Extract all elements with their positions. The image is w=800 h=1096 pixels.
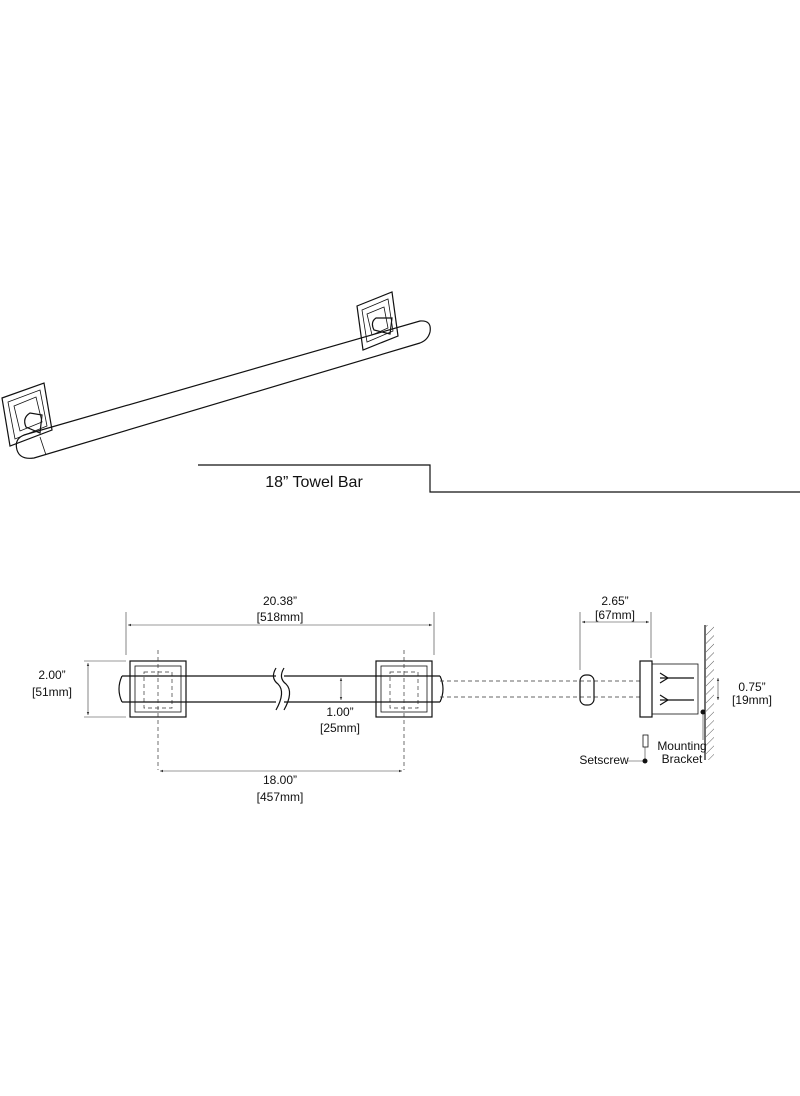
bar-diameter-mm-label: [25mm] [320, 721, 360, 735]
bracket-depth-mm-label: [19mm] [732, 693, 772, 707]
center-to-center-label: 18.00” [263, 773, 297, 787]
flange-height-label: 2.00” [38, 668, 65, 682]
mounting-bracket-label-1: Mounting [657, 739, 706, 753]
setscrew-icon [642, 734, 649, 748]
side-view: 2.65” [67mm] 0.75” [19mm] Setscrew Mount… [579, 594, 772, 767]
bar-end-side [579, 674, 595, 706]
mounting-bracket-label-2: Bracket [662, 752, 703, 766]
title-band: 18” Towel Bar [198, 464, 800, 493]
flange-side [639, 660, 653, 718]
right-post-iso [371, 317, 393, 335]
projection-label: 2.65” [601, 594, 628, 608]
screw-icons [659, 672, 694, 706]
right-flange-iso [356, 291, 399, 351]
bar-diameter-label: 1.00” [326, 705, 353, 719]
center-to-center-mm-label: [457mm] [257, 790, 304, 804]
isometric-view [1, 291, 431, 459]
left-post-iso [24, 412, 43, 434]
bar-front [118, 667, 444, 711]
flange-height-mm-label: [51mm] [32, 685, 72, 699]
left-flange-iso [1, 382, 53, 447]
page-title: 18” Towel Bar [265, 474, 363, 491]
overall-length-label: 20.38” [263, 594, 297, 608]
bracket-depth-label: 0.75” [738, 680, 765, 694]
overall-length-mm-label: [518mm] [257, 610, 304, 624]
mounting-bracket-side [651, 663, 699, 715]
projection-mm-label: [67mm] [595, 608, 635, 622]
bar-iso [15, 320, 431, 459]
front-view: 20.38” [518mm] 2.00” [51mm] 1.00” [25mm]… [32, 594, 640, 804]
setscrew-label: Setscrew [579, 753, 629, 767]
